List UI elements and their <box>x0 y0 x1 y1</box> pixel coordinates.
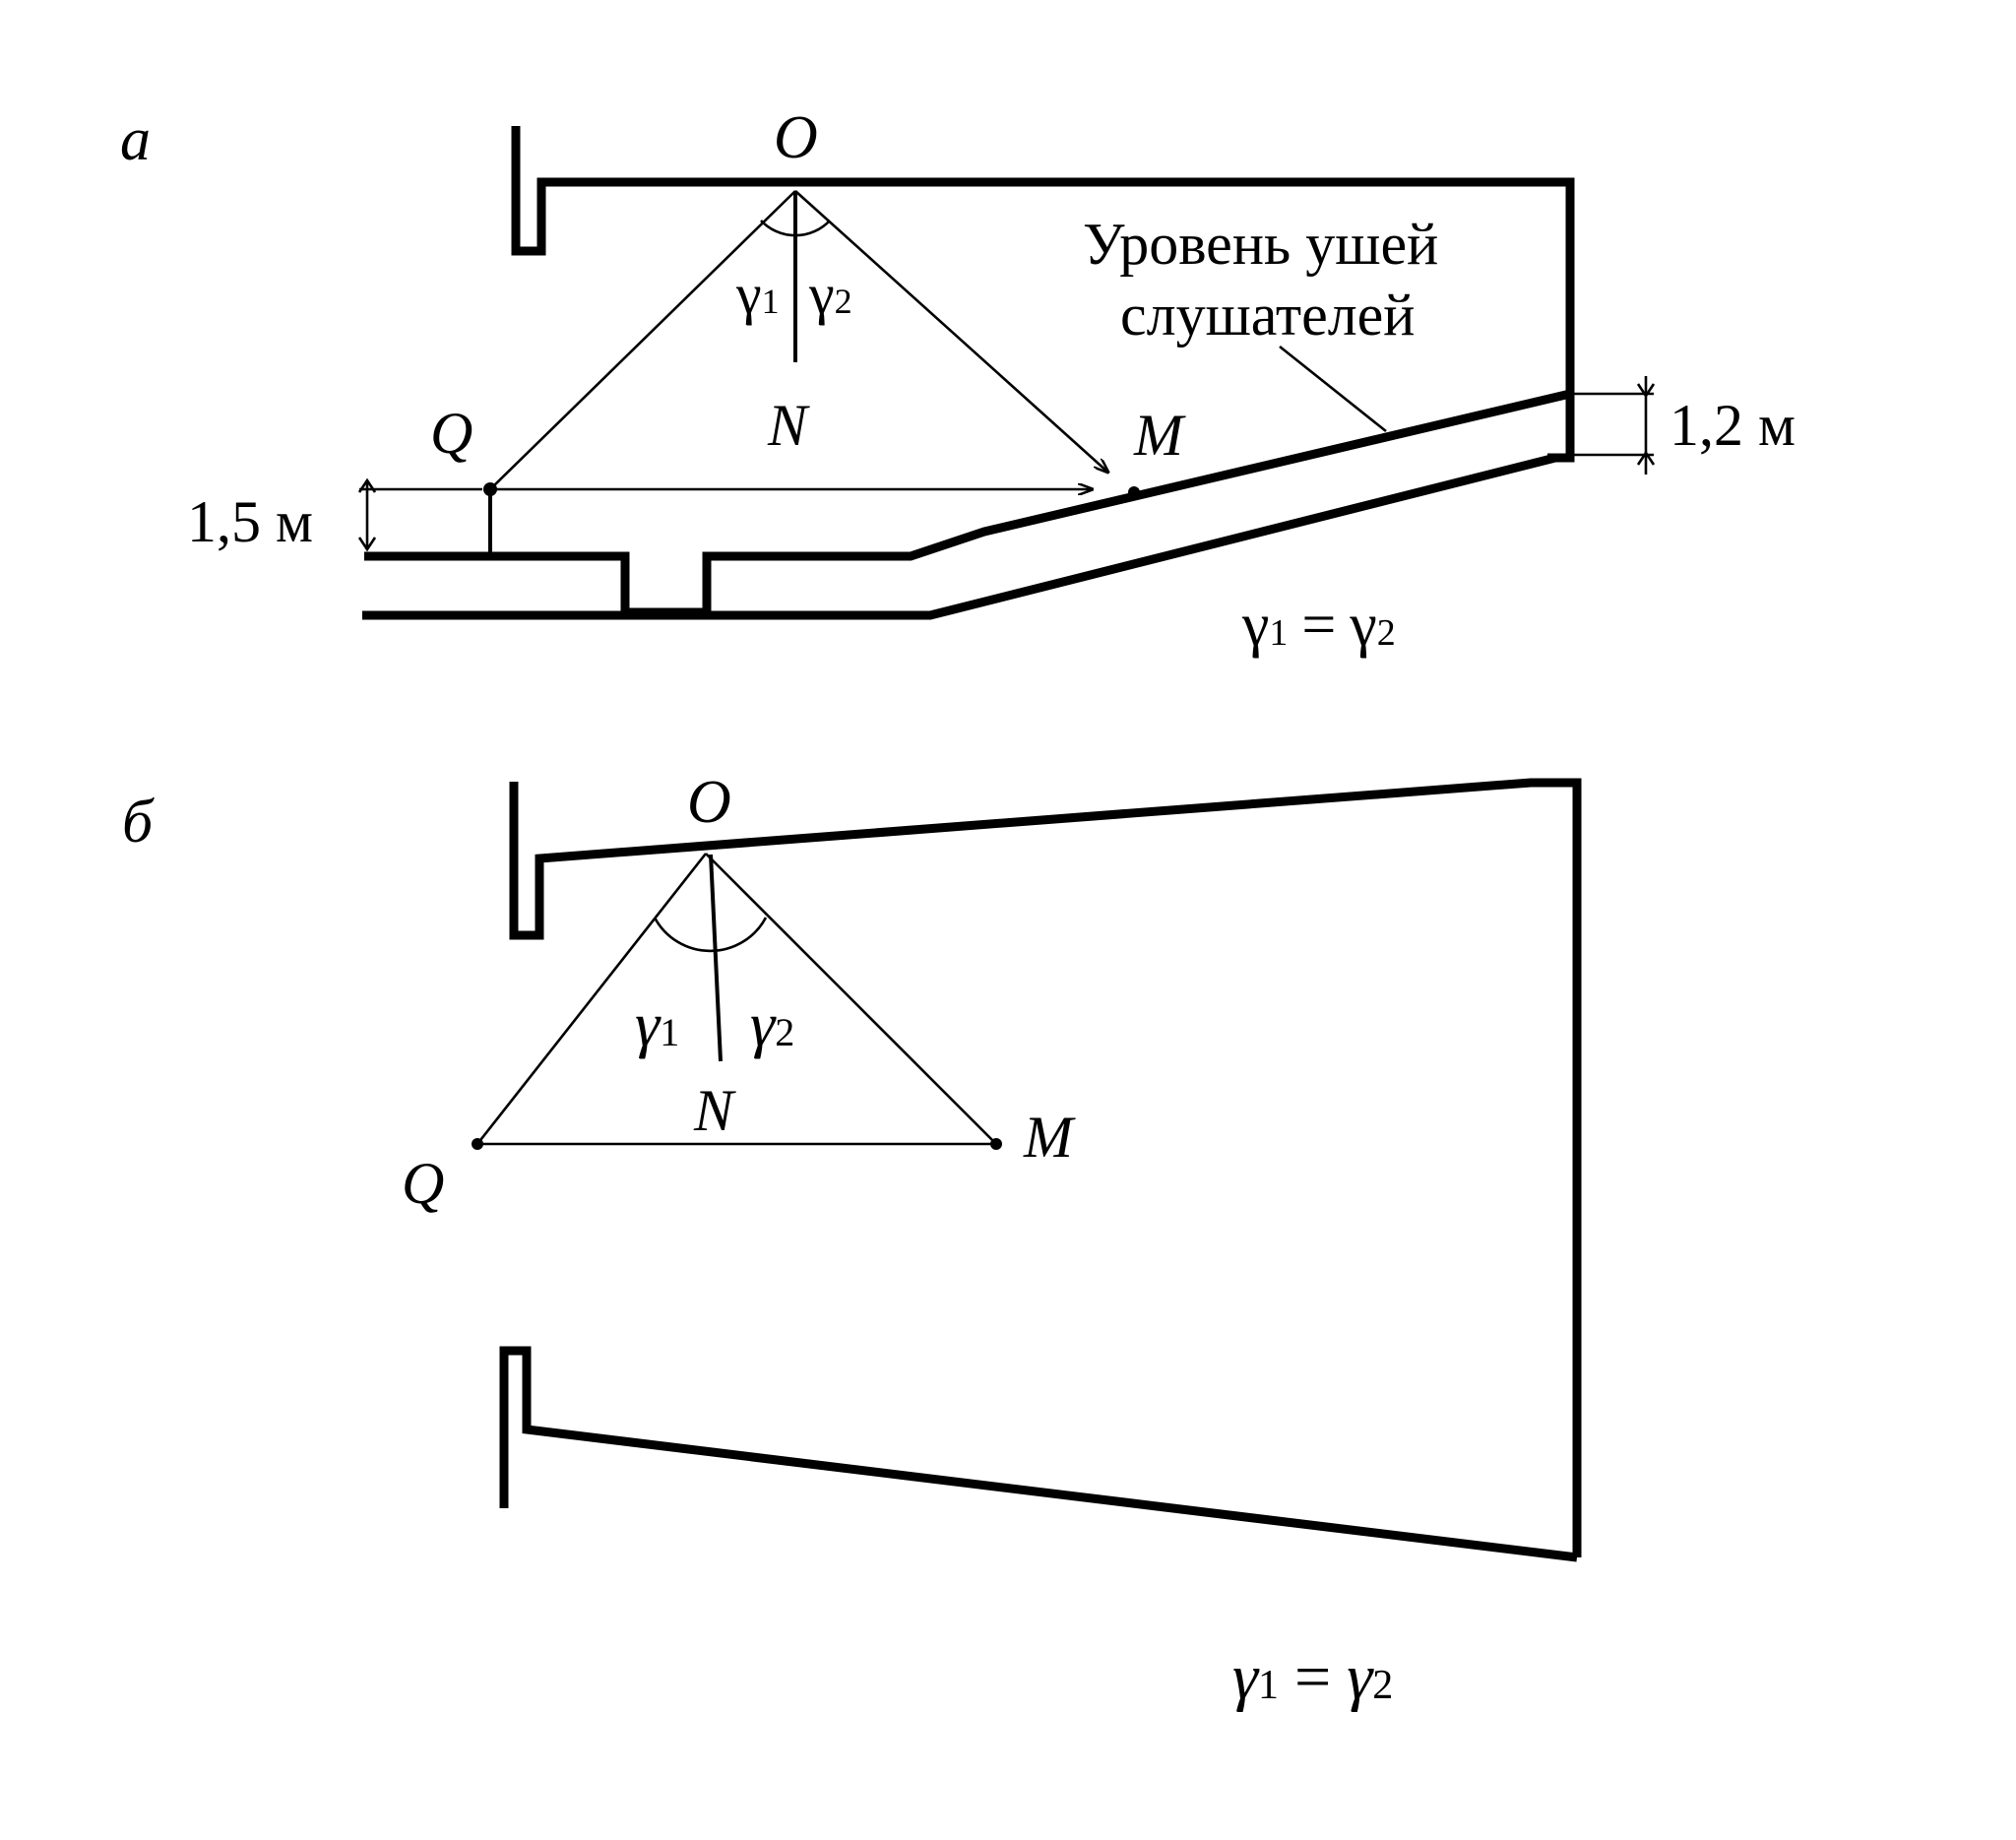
dimension-left-a: 1,5 м <box>187 477 482 554</box>
incident-ray-b <box>475 853 708 1145</box>
source-point-q-a <box>483 482 497 496</box>
panel-label-a: а <box>120 106 151 173</box>
label-m-b: M <box>1023 1105 1076 1170</box>
incident-ray-a <box>489 190 796 490</box>
normal-line-b <box>709 854 723 1062</box>
label-n-a: N <box>767 393 810 458</box>
angle-arc-b <box>653 917 768 953</box>
diagram-b: б O N Q M γ1 γ2 γ1=γ2 <box>122 769 1582 1713</box>
ear-level-label-line2: слушателей <box>1120 283 1415 348</box>
dimension-right-label: 1,2 м <box>1670 393 1796 458</box>
angle-gamma1-b: γ1 <box>635 989 679 1059</box>
source-point-q-b <box>472 1138 483 1150</box>
panel-label-b: б <box>122 789 155 856</box>
angle-gamma2-b: γ2 <box>750 989 794 1059</box>
angle-gamma1-a: γ1 <box>735 262 780 326</box>
listener-point-m-a <box>1128 486 1140 498</box>
hall-b-ceiling <box>509 778 1582 1557</box>
ear-level-label-line1: Уровень ушей <box>1083 212 1438 277</box>
hall-a-upper-floor <box>364 389 1572 617</box>
diagram-a: а O N Q M γ1 γ2 Уровень ушей слушателей <box>120 104 1796 659</box>
angle-gamma2-a: γ2 <box>808 262 852 326</box>
hall-a-lower-floor <box>362 453 1557 620</box>
label-q-a: Q <box>430 401 472 466</box>
equation-a: γ1=γ2 <box>1241 592 1396 659</box>
label-m-a: M <box>1133 403 1186 468</box>
dimension-left-label: 1,5 м <box>187 489 313 554</box>
label-q-b: Q <box>402 1151 444 1216</box>
label-o-b: O <box>687 769 731 836</box>
ear-level-leader-line <box>1279 345 1387 433</box>
reflected-ray-a <box>794 190 1108 473</box>
hall-a-ceiling <box>511 126 1575 463</box>
angle-arc-a <box>760 220 831 237</box>
label-o-a: O <box>774 104 818 171</box>
dimension-right-a: 1,2 м <box>1573 376 1796 475</box>
reflected-ray-b <box>705 853 997 1145</box>
listener-point-m-b <box>990 1138 1002 1150</box>
label-n-b: N <box>693 1078 736 1143</box>
hall-b-floor <box>499 1346 1578 1562</box>
equation-b: γ1=γ2 <box>1232 1641 1393 1713</box>
